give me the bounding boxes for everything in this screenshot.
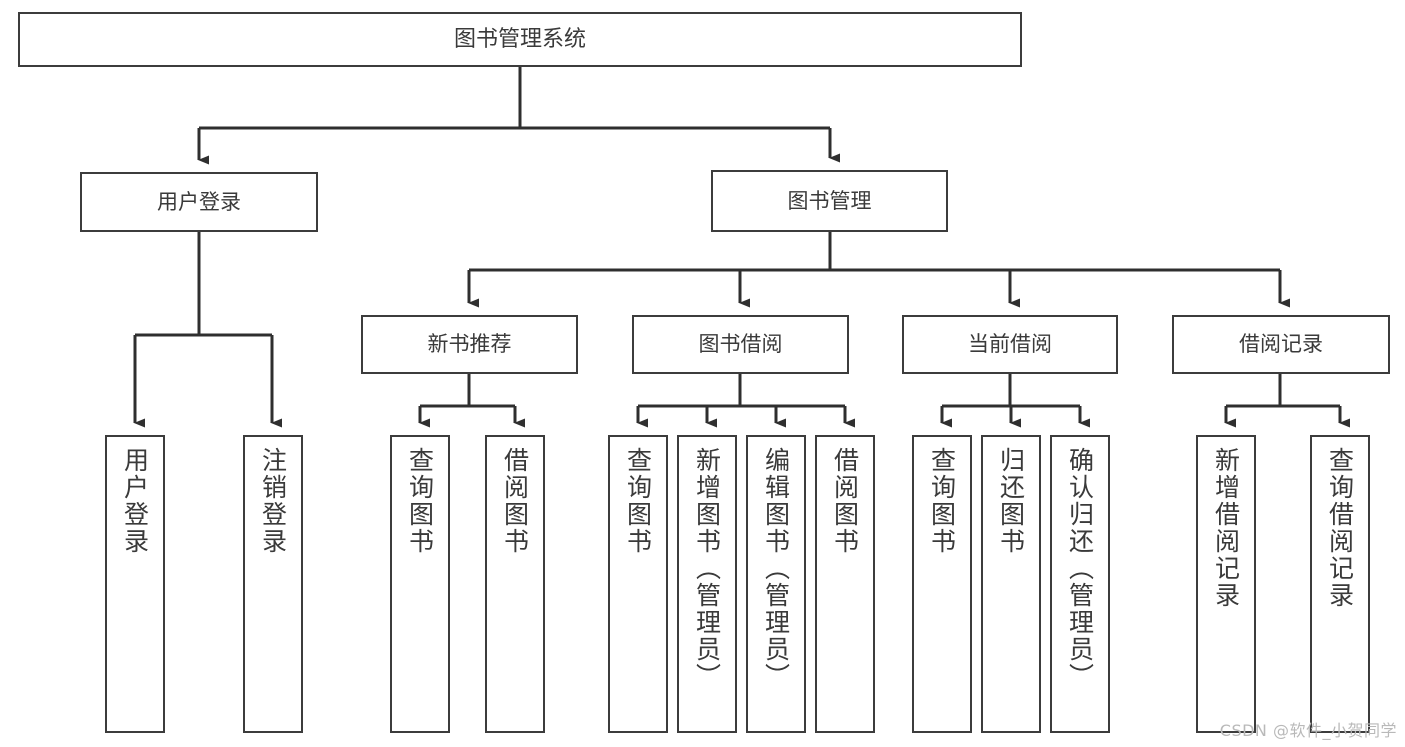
leaf-borrow-record-add-label: 新增借阅记录 — [1211, 447, 1241, 609]
node-new-book-recommend-label: 新书推荐 — [427, 332, 512, 357]
node-book-manage[interactable]: 图书管理 — [711, 170, 948, 232]
leaf-current-borrow-confirm-return[interactable]: 确认归还（管理员） — [1050, 435, 1110, 733]
leaf-new-book-query-label: 查询图书 — [405, 447, 435, 555]
leaf-borrow-record-query[interactable]: 查询借阅记录 — [1310, 435, 1370, 733]
node-new-book-recommend[interactable]: 新书推荐 — [361, 315, 578, 374]
leaf-current-borrow-return-label: 归还图书 — [996, 447, 1026, 555]
leaf-book-borrow-add-label: 新增图书（管理员） — [692, 447, 722, 690]
leaf-book-borrow-edit[interactable]: 编辑图书（管理员） — [746, 435, 806, 733]
node-current-borrow[interactable]: 当前借阅 — [902, 315, 1118, 374]
leaf-current-borrow-return[interactable]: 归还图书 — [981, 435, 1041, 733]
csdn-watermark: CSDN @软件_小贺同学 — [1219, 721, 1397, 740]
leaf-current-borrow-query[interactable]: 查询图书 — [912, 435, 972, 733]
node-borrow-record-label: 借阅记录 — [1239, 332, 1323, 357]
node-book-manage-label: 图书管理 — [787, 188, 872, 213]
leaf-user-login-login-label: 用户登录 — [120, 447, 150, 555]
node-user-login[interactable]: 用户登录 — [80, 172, 318, 232]
leaf-current-borrow-confirm-return-label: 确认归还（管理员） — [1065, 447, 1095, 690]
leaf-current-borrow-query-label: 查询图书 — [927, 447, 957, 555]
leaf-borrow-record-query-label: 查询借阅记录 — [1325, 447, 1355, 609]
node-borrow-record[interactable]: 借阅记录 — [1172, 315, 1390, 374]
leaf-new-book-borrow-label: 借阅图书 — [500, 447, 530, 555]
leaf-book-borrow-query[interactable]: 查询图书 — [608, 435, 668, 733]
leaf-book-borrow-edit-label: 编辑图书（管理员） — [761, 447, 791, 690]
node-root-system[interactable]: 图书管理系统 — [18, 12, 1022, 67]
node-user-login-label: 用户登录 — [157, 189, 241, 214]
leaf-user-login-logout[interactable]: 注销登录 — [243, 435, 303, 733]
leaf-book-borrow-add[interactable]: 新增图书（管理员） — [677, 435, 737, 733]
leaf-book-borrow-borrow[interactable]: 借阅图书 — [815, 435, 875, 733]
leaf-new-book-query[interactable]: 查询图书 — [390, 435, 450, 733]
node-book-borrow-label: 图书借阅 — [698, 332, 783, 357]
leaf-user-login-login[interactable]: 用户登录 — [105, 435, 165, 733]
leaf-new-book-borrow[interactable]: 借阅图书 — [485, 435, 545, 733]
leaf-book-borrow-borrow-label: 借阅图书 — [830, 447, 860, 555]
node-book-borrow[interactable]: 图书借阅 — [632, 315, 849, 374]
leaf-book-borrow-query-label: 查询图书 — [623, 447, 653, 555]
leaf-borrow-record-add[interactable]: 新增借阅记录 — [1196, 435, 1256, 733]
leaf-user-login-logout-label: 注销登录 — [258, 447, 288, 555]
node-current-borrow-label: 当前借阅 — [968, 332, 1052, 357]
node-root-system-label: 图书管理系统 — [453, 26, 586, 52]
